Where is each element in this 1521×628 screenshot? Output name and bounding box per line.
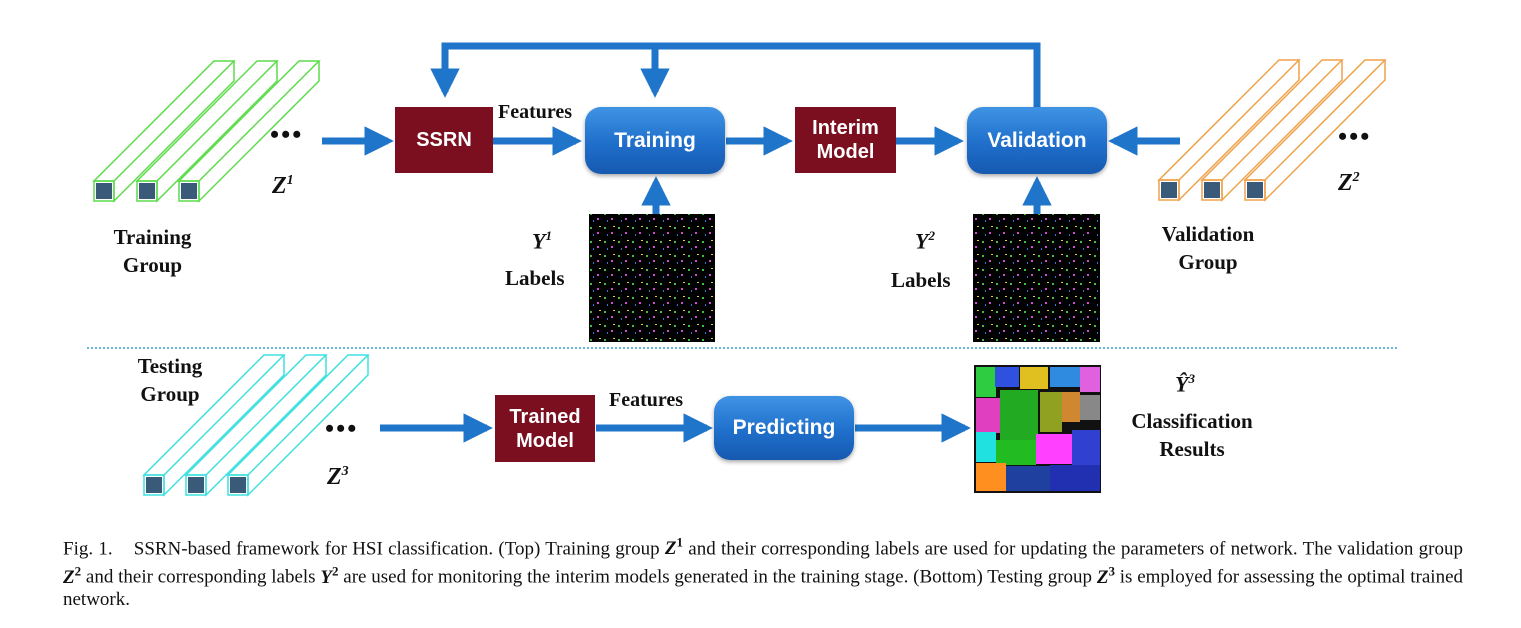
testing-cube	[184, 354, 328, 497]
training-label: Training	[614, 128, 696, 152]
predicting-box: Predicting	[714, 396, 854, 460]
model-label: Model	[816, 141, 875, 163]
testing-patches	[146, 477, 246, 493]
interim-model-box: Interim Model	[795, 107, 896, 173]
training-cube	[135, 60, 279, 203]
features-label-top: Features	[498, 101, 573, 123]
validation-cube	[1200, 59, 1344, 202]
training-group-cubes	[92, 60, 321, 203]
y2-symbol: Y2	[915, 228, 935, 254]
validation-labels-image	[973, 214, 1100, 342]
classification-map-image	[974, 365, 1101, 493]
validation-label: Validation	[987, 128, 1087, 152]
testing-ellipsis: •••	[325, 414, 359, 443]
y3-hat-symbol: Ŷ3	[1175, 371, 1195, 397]
z3-symbol: Z3	[327, 464, 349, 490]
feedback-loop-arrows	[430, 42, 1041, 108]
top-flow-arrows	[322, 126, 1180, 214]
trained-model-box: Trained Model	[495, 395, 595, 462]
validation-cube	[1243, 59, 1387, 202]
training-labels-image	[589, 214, 715, 342]
testing-cube	[142, 354, 286, 497]
framework-diagram	[87, 42, 1398, 497]
training-patches	[96, 183, 197, 199]
training-ellipsis: •••	[270, 120, 304, 149]
z2-symbol: Z2	[1338, 170, 1360, 196]
trained-label: Trained	[509, 405, 581, 428]
interim-label: Interim	[812, 117, 879, 139]
y1-symbol: Y1	[532, 228, 552, 254]
z1-symbol: Z1	[272, 173, 294, 199]
testing-cube	[226, 354, 370, 497]
training-box: Training	[585, 107, 725, 174]
validation-ellipsis: •••	[1338, 122, 1372, 151]
validation-box: Validation	[967, 107, 1107, 174]
figure-number: Fig. 1.	[63, 538, 113, 560]
testing-group-cubes	[142, 354, 370, 497]
ssrn-label: SSRN	[416, 129, 472, 151]
labels-left: Labels	[505, 266, 565, 290]
features-label-bottom: Features	[609, 389, 684, 411]
predicting-label: Predicting	[732, 416, 836, 439]
model-label: Model	[516, 429, 574, 452]
labels-right: Labels	[891, 268, 951, 292]
ssrn-box: SSRN	[395, 107, 493, 173]
figure-caption: Fig. 1. SSRN-based framework for HSI cla…	[63, 535, 1463, 610]
training-cube	[92, 60, 236, 203]
validation-patches	[1161, 182, 1263, 198]
validation-cube	[1157, 59, 1301, 202]
validation-group-cubes	[1157, 59, 1387, 202]
training-cube	[177, 60, 321, 203]
